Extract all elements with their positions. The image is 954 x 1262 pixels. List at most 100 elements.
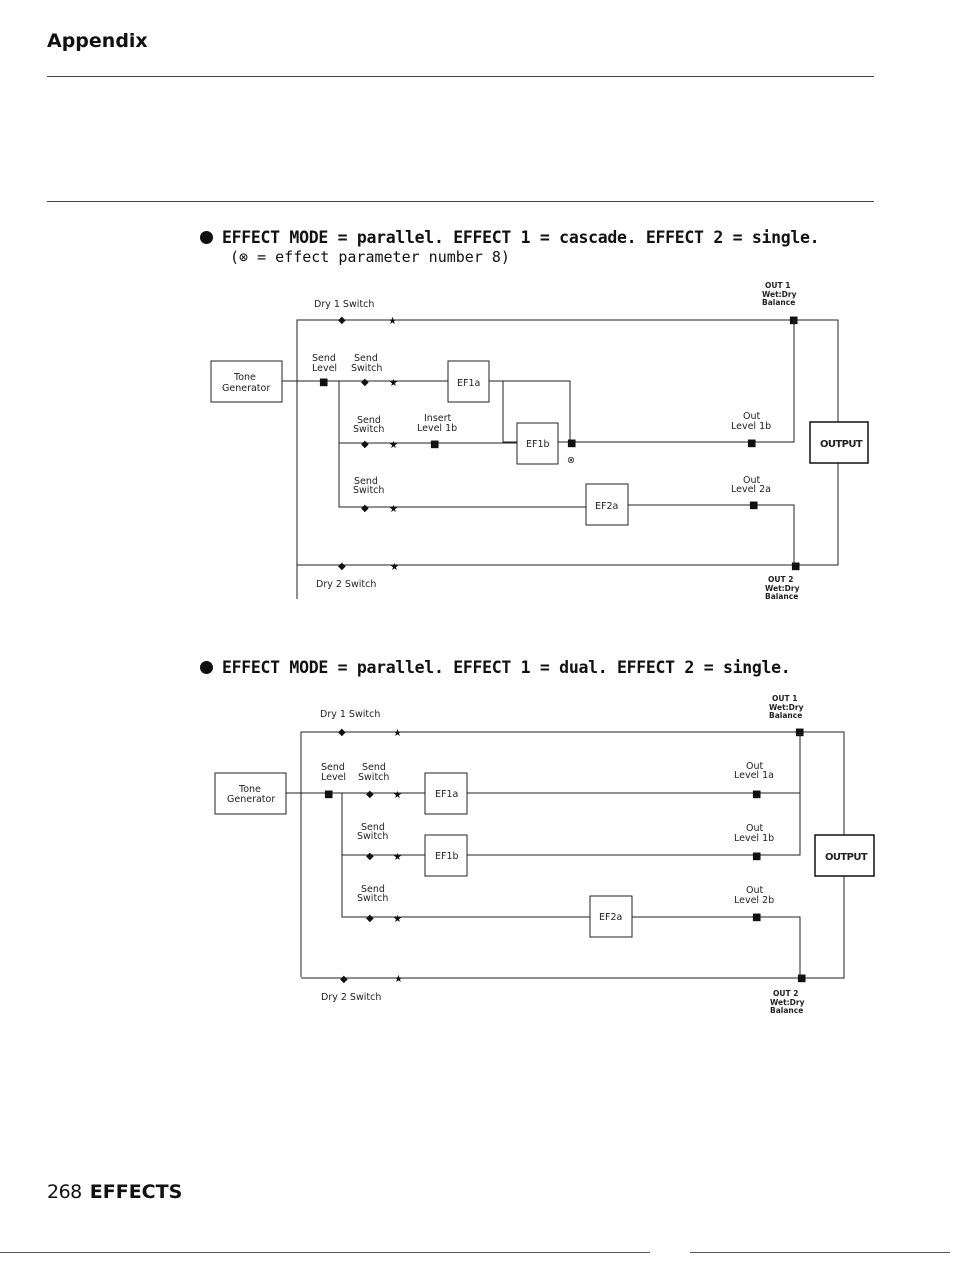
send-level-label-2: Level [312,363,337,374]
send-level-label-1: Send [321,762,345,773]
dry1-diamond-icon: ◆ [338,315,346,326]
ef2a-out-line [628,504,795,565]
dry2-label: Dry 2 Switch [316,579,376,590]
insert-label-2: Level 1b [417,423,457,434]
send-switch-label-2: Switch [351,363,382,374]
dry-loop-frame [300,731,845,979]
out-level-1a-label-1: Out [746,761,763,772]
footer-section-label: EFFECTS [89,1181,183,1203]
tone-label-2: Generator [222,383,270,394]
send-b-label-2: Switch [353,424,384,435]
bullet-icon [200,231,213,244]
out-level-1a-square-icon: ■ [752,789,761,800]
output-label: OUTPUT [820,439,863,450]
send-diamond-icon: ◆ [361,377,369,388]
dry2-label: Dry 2 Switch [321,992,381,1003]
send-switch-label-2: Switch [358,772,389,783]
out-level-1b-square-icon: ■ [752,851,761,862]
dry1-diamond-icon: ◆ [338,727,346,738]
out-level-2a-label-1: Out [743,475,760,486]
out1-label-2: Wet:Dry [769,703,804,712]
out2-label-2: Wet:Dry [765,584,800,593]
send-switch-label-1: Send [362,762,386,773]
send-b-star-icon: ★ [393,852,402,863]
section2-heading: EFFECT MODE = parallel. EFFECT 1 = dual.… [200,658,791,677]
dry2-star-icon: ★ [390,562,399,573]
section2-heading-text: EFFECT MODE = parallel. EFFECT 1 = dual.… [222,658,791,677]
send-b-star-icon: ★ [389,440,398,451]
out1-label-3: Balance [762,298,795,307]
out-level-1b-square-icon: ■ [747,438,756,449]
diagram-1: Dry 1 Switch ◆ ★ ■ OUT 1 Wet:Dry Balance… [210,281,869,601]
send-level-square-icon: ■ [319,377,328,388]
ef1b-out-line [467,793,801,856]
dry1-label: Dry 1 Switch [314,299,374,310]
out-level-1b-label-2: Level 1b [731,421,771,432]
send-c-label-1: Send [361,884,385,895]
send-c-diamond-icon: ◆ [366,913,374,924]
ef1a-label: EF1a [457,378,480,389]
out-level-2b-label-1: Out [746,885,763,896]
out1-label-3: Balance [769,711,802,720]
out-level-2a-label-2: Level 2a [731,484,771,495]
page-header-title: Appendix [47,30,148,52]
send-b-label-1: Send [357,415,381,426]
dry2-diamond-icon: ◆ [338,561,346,572]
output-box [814,834,875,877]
ef2a-box [585,483,629,526]
bottom-rule [0,1252,650,1253]
dry1-star-icon: ★ [393,728,402,739]
tone-label-1: Tone [238,784,261,795]
send-c-label-2: Switch [357,893,388,904]
send-level-square-icon: ■ [324,789,333,800]
out2-square-icon: ■ [797,973,806,984]
header-rule [47,76,874,77]
out1-label-1: OUT 1 [765,281,790,290]
output-label: OUTPUT [825,852,868,863]
ef1b-box [424,834,468,877]
send-level-label-2: Level [321,772,346,783]
send-switch-label-1: Send [354,353,378,364]
dry1-star-icon: ★ [388,316,397,327]
ef2a-label: EF2a [595,501,618,512]
out2-label-1: OUT 2 [773,989,798,998]
out1-label-1: OUT 1 [772,694,797,703]
insert-square-icon: ■ [430,439,439,450]
param-mark-icon: ⊗ [567,455,575,466]
ef1a-box [424,772,468,815]
send-branch-bus [341,793,590,918]
out2-square-icon: ■ [791,561,800,572]
out-level-1b-label-1: Out [746,823,763,834]
ef1b-out-line [558,320,795,443]
section1-note: (⊗ = effect parameter number 8) [230,248,510,266]
out-level-1b-label-1: Out [743,411,760,422]
out2-label-3: Balance [765,592,798,601]
ef1b-box [516,422,559,465]
diagram-2: Dry 1 Switch ◆ ★ ■ OUT 1 Wet:Dry Balance… [214,694,875,1015]
dry-loop-frame [296,319,839,599]
send-diamond-icon: ◆ [366,789,374,800]
output-box [809,421,869,464]
send-star-icon: ★ [389,378,398,389]
send-b-diamond-icon: ◆ [361,439,369,450]
tone-label-1: Tone [233,372,256,383]
send-c-star-icon: ★ [389,504,398,515]
out-level-1a-label-2: Level 1a [734,770,774,781]
out-level-2a-square-icon: ■ [749,500,758,511]
section1-heading: EFFECT MODE = parallel. EFFECT 1 = casca… [200,228,820,247]
ef1a-label: EF1a [435,789,458,800]
send-b-label-2: Switch [357,831,388,842]
ef2a-out-line [632,916,801,978]
insert-label-1: Insert [424,413,452,424]
ef1b-square-icon: ■ [567,438,576,449]
out2-label-3: Balance [770,1006,803,1015]
ef1b-label: EF1b [526,439,550,450]
ef2a-label: EF2a [599,912,622,923]
page-footer: 268 EFFECTS [47,1181,182,1203]
tone-generator-box [210,360,283,403]
send-star-icon: ★ [393,790,402,801]
page-number: 268 [47,1181,82,1203]
out2-label-1: OUT 2 [768,575,793,584]
out-level-2b-square-icon: ■ [752,912,761,923]
section-rule [47,201,874,202]
